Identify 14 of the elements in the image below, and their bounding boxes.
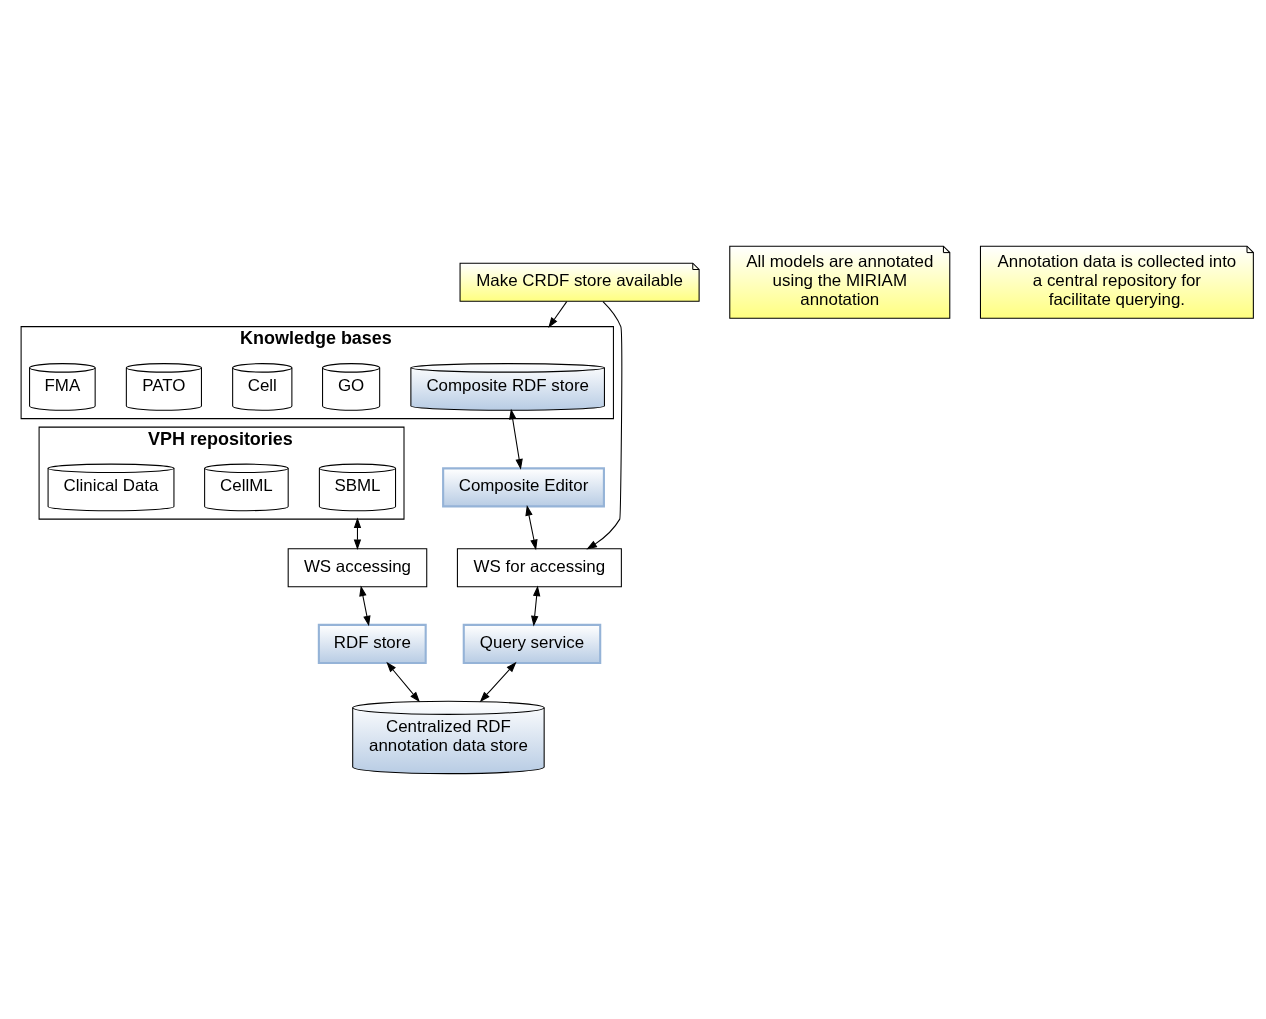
arrow [525, 504, 538, 550]
arrow [531, 585, 541, 626]
arrow [548, 300, 568, 328]
node-box: WS for accessing [456, 547, 622, 587]
arrow [386, 661, 420, 702]
node-box: Composite Editor [442, 466, 605, 507]
arrow [509, 408, 523, 470]
node-box: Query service [462, 623, 602, 664]
arrow [353, 517, 362, 550]
node-box: RDF store [317, 623, 427, 664]
arrow [479, 661, 517, 702]
arrow [586, 300, 623, 549]
node-box: WS accessing [287, 547, 428, 587]
arrow [359, 585, 371, 626]
